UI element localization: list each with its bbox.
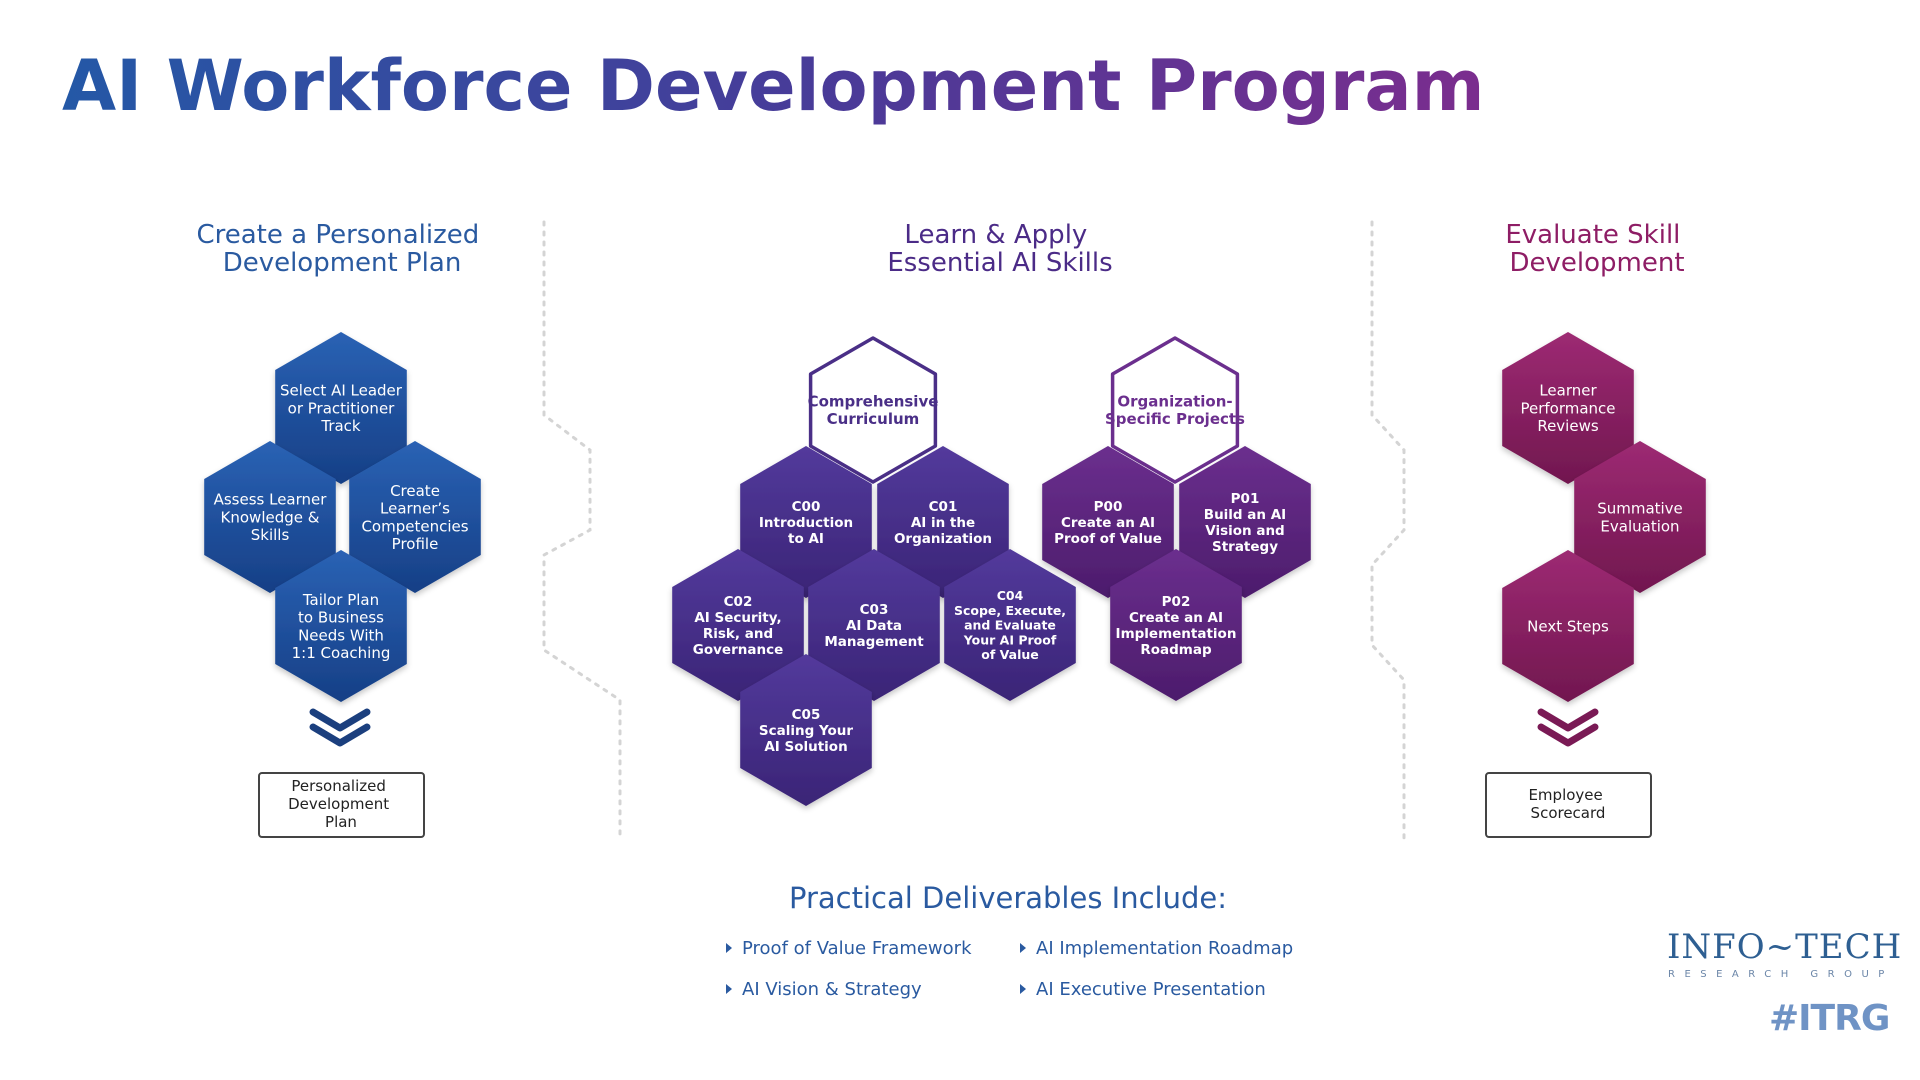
hexagon-shape: [944, 549, 1076, 701]
hexagon-shape: [1110, 549, 1242, 701]
hexagon-shape: [1042, 446, 1174, 598]
hexagon-shape: [808, 336, 938, 484]
column-heading-evaluate: Evaluate Skill Development: [1505, 220, 1688, 278]
hexagon-shape: [275, 332, 407, 484]
hexagon-shape: [1574, 441, 1706, 593]
list-item: AI Executive Presentation: [1020, 979, 1266, 1000]
bullet-triangle-icon: [726, 984, 732, 994]
eval-output-label: Employee Scorecard: [1528, 786, 1607, 822]
list-item: AI Implementation Roadmap: [1020, 938, 1293, 959]
hexagon-shape: [672, 549, 804, 701]
deliverables-list: Proof of Value Framework AI Implementati…: [726, 938, 1293, 1000]
column-divider-left: [542, 220, 622, 842]
hexagon-shape: [1110, 336, 1240, 484]
svg-text:RESEARCH GROUP: RESEARCH GROUP: [1668, 969, 1894, 980]
svg-text:INFO~TECH: INFO~TECH: [1667, 927, 1902, 967]
list-item: Proof of Value Framework: [726, 938, 972, 959]
bullet-triangle-icon: [1020, 943, 1026, 953]
hexagon-shape: [204, 441, 336, 593]
bullet-triangle-icon: [1020, 984, 1026, 994]
eval-hex: Next Steps: [1502, 550, 1634, 702]
hexagon-label: Organization-Specific Projects: [1105, 393, 1245, 429]
svg-text:Proof of Value Framework: Proof of Value Framework: [742, 938, 972, 959]
column-divider-right: [1370, 220, 1406, 842]
hexagon-shape: [349, 441, 481, 593]
plan-output-label: Personalized Development Plan: [288, 777, 394, 831]
bullet-triangle-icon: [726, 943, 732, 953]
hexagon-shape: [275, 550, 407, 702]
svg-text:AI Vision & Strategy: AI Vision & Strategy: [742, 979, 922, 1000]
chevron-down-icon: [1537, 708, 1599, 747]
svg-text:#ITRG: #ITRG: [1769, 998, 1889, 1039]
hexagon-shape: [1179, 446, 1311, 598]
hexagon-shape: [808, 549, 940, 701]
chevron-down-icon: [309, 708, 371, 747]
column-heading-learn: Learn & Apply Essential AI Skills: [887, 220, 1112, 278]
list-item: AI Vision & Strategy: [726, 979, 922, 1000]
column-heading-plan: Create a Personalized Development Plan: [196, 220, 487, 278]
hexagon-shape: [877, 446, 1009, 598]
eval-output-box: [1485, 772, 1652, 838]
svg-text:AI Implementation Roadmap: AI Implementation Roadmap: [1036, 938, 1293, 959]
svg-text:AI Executive Presentation: AI Executive Presentation: [1036, 979, 1266, 1000]
deliverables-heading: Practical Deliverables Include:: [789, 881, 1227, 915]
hexagon-shape: [1502, 332, 1634, 484]
page-title: AI Workforce Development Program: [62, 45, 1485, 127]
hexagon-label: Next Steps: [1527, 617, 1609, 635]
projects-header-hex: Organization-Specific Projects: [1105, 336, 1245, 484]
info-tech-logo: INFO~TECH RESEARCH GROUP #ITRG: [1667, 927, 1902, 1039]
hexagon-shape: [740, 654, 872, 806]
hexagon-shape: [1502, 550, 1634, 702]
plan-output-box: [258, 772, 425, 838]
hexagon-shape: [740, 446, 872, 598]
